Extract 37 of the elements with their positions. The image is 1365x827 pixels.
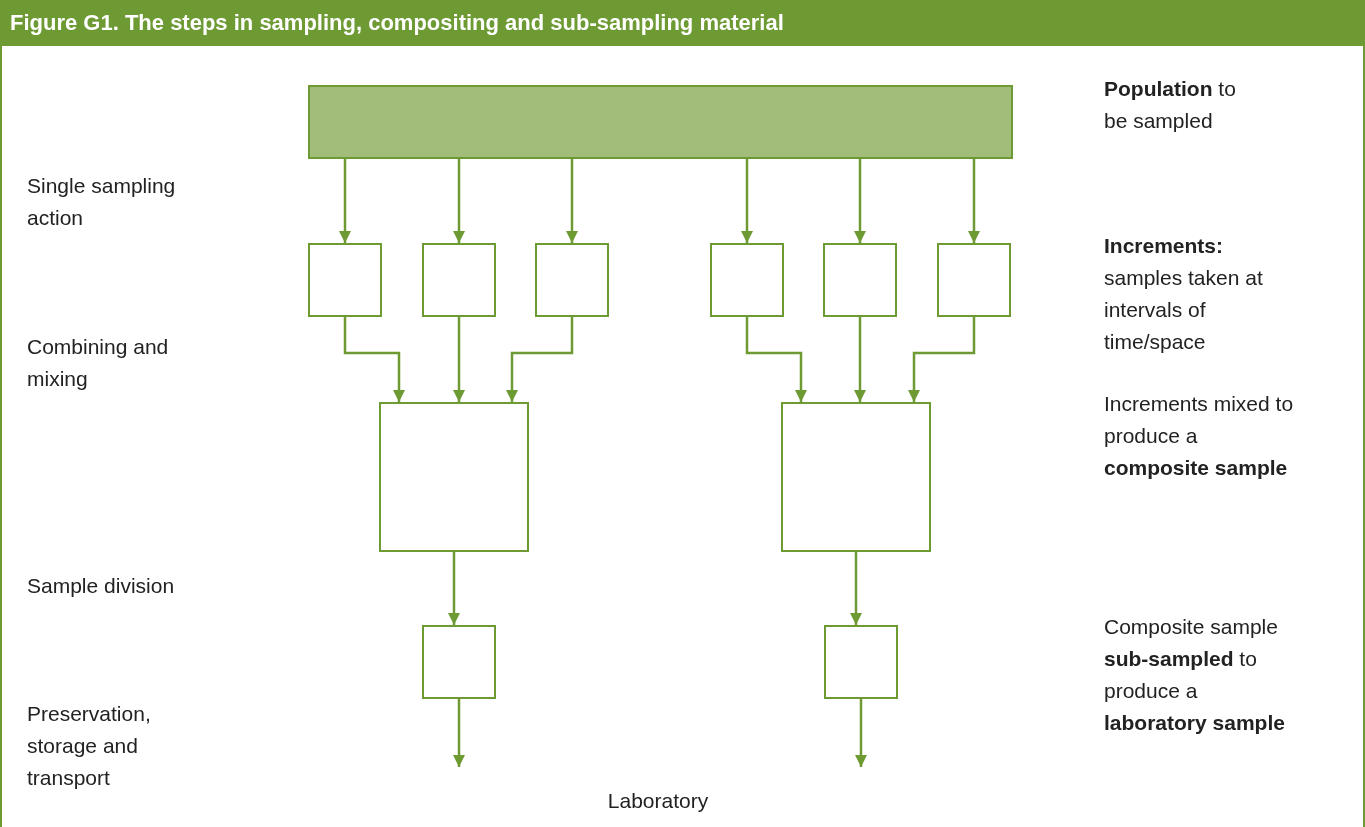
arrow	[506, 317, 574, 402]
population-bar	[308, 85, 1013, 159]
step-note: Increments: samples taken at intervals of time/space	[1104, 233, 1264, 355]
step-label: Combining and mixing	[27, 334, 170, 392]
step-label: Sample division	[27, 573, 176, 599]
sample-box	[308, 243, 382, 317]
arrow	[745, 317, 807, 402]
arrow	[850, 552, 862, 625]
sample-box	[823, 243, 897, 317]
arrow	[741, 159, 753, 243]
arrow	[854, 159, 866, 243]
arrow	[908, 317, 976, 402]
title-bar: Figure G1. The steps in sampling, compositing and sub-sampling material	[0, 0, 1365, 46]
sample-box	[379, 402, 529, 552]
step-note: Population to be sampled	[1104, 76, 1237, 134]
step-note: Composite sample sub-sampled to produce a laboratory sample	[1104, 614, 1286, 736]
arrow	[343, 317, 405, 402]
sample-box	[422, 243, 496, 317]
sample-box	[422, 625, 496, 699]
sample-box	[781, 402, 931, 552]
sample-box	[937, 243, 1011, 317]
arrow	[968, 159, 980, 243]
step-label: Preservation, storage and transport	[27, 701, 152, 791]
arrow	[453, 317, 465, 402]
arrow	[453, 159, 465, 243]
step-label: Single sampling action	[27, 173, 177, 231]
arrow	[855, 699, 867, 767]
arrow	[448, 552, 460, 625]
step-note: Increments mixed to produce a composite sample	[1104, 391, 1294, 481]
arrow	[453, 699, 465, 767]
arrow	[339, 159, 351, 243]
arrow	[854, 317, 866, 402]
sample-box	[710, 243, 784, 317]
destination-label: Laboratory	[606, 788, 710, 814]
sample-box	[824, 625, 898, 699]
sample-box	[535, 243, 609, 317]
arrow	[566, 159, 578, 243]
